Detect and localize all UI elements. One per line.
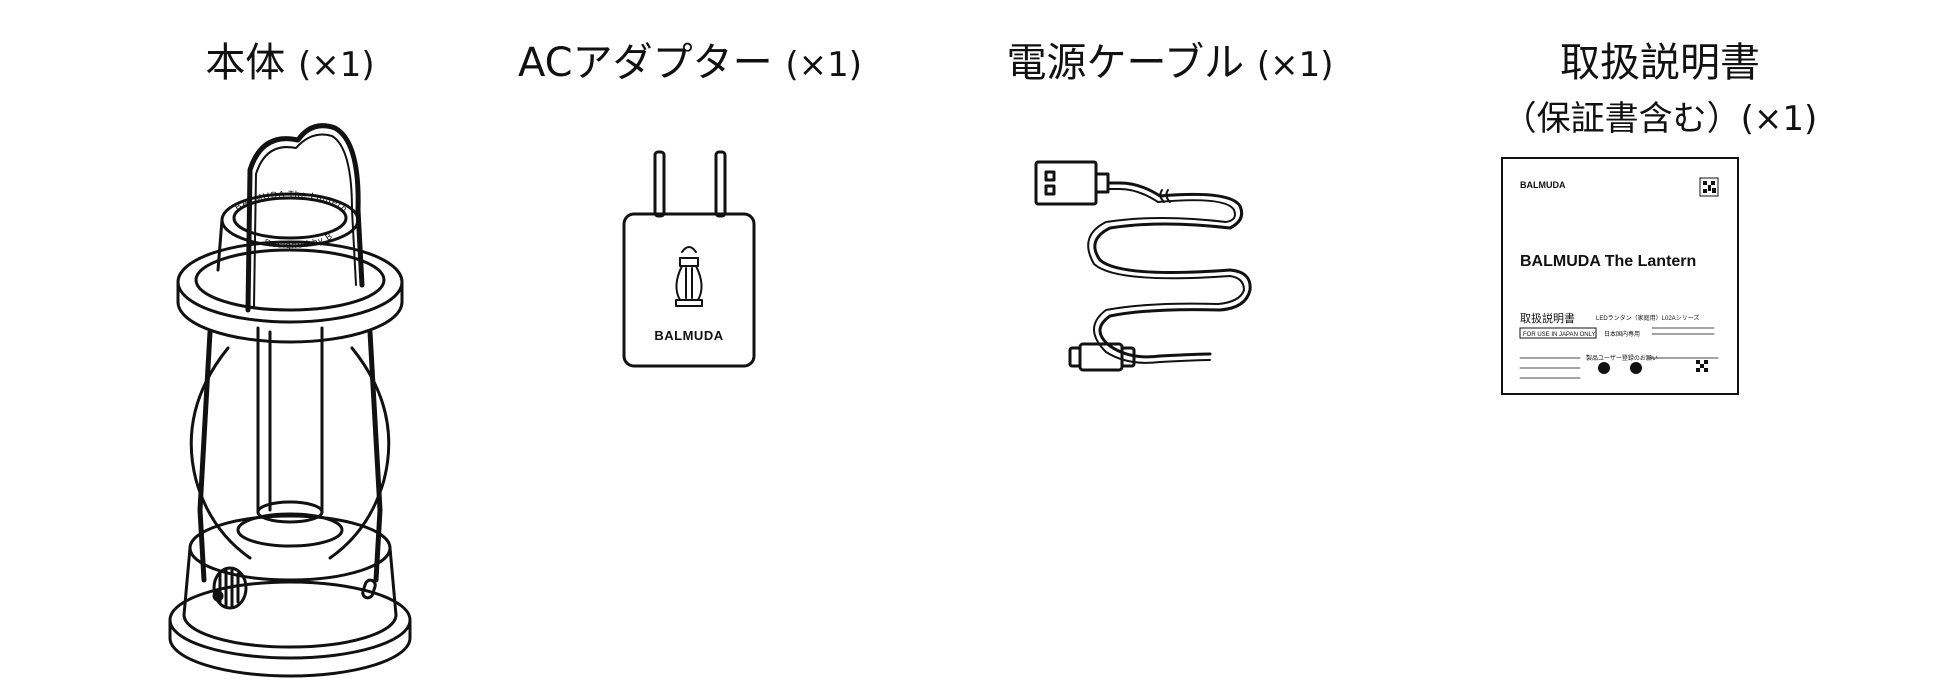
item-title-power-cable: 電源ケーブル (×1) [960,38,1380,90]
support-icon [1598,362,1610,374]
item-title-ac-adapter: ACアダプター (×1) [490,38,890,90]
lantern-bottom-text: Designed by BALMUDA [100,110,334,250]
manual-illustration: BALMUDA BALMUDA The Lantern 取扱説明書 LEDランタ… [1501,157,1739,395]
manual-domestic-text: 日本国内専用 [1604,330,1640,338]
item-main-body: 本体 (×1) BALMUDA The Lantern Designed by … [100,0,480,700]
lantern-illustration: BALMUDA The Lantern Designed by BALMUDA [100,110,412,678]
manual-registration-text: 製品ユーザー登録のお願い [1586,354,1658,362]
item-name: 電源ケーブル [1006,40,1245,86]
item-name: ACアダプター [518,40,773,86]
item-power-cable: 電源ケーブル (×1) [960,0,1380,700]
item-subtitle-manual: （保証書含む）(×1) [1450,94,1870,144]
qr-code-icon [1699,177,1719,197]
item-count: (×1) [1256,45,1334,85]
lantern-logo-icon [675,246,703,307]
manual-title-text: BALMUDA The Lantern [1520,253,1696,270]
adapter-brand-text: BALMUDA [654,328,723,343]
item-ac-adapter: ACアダプター (×1) BALMUDA [490,0,890,700]
item-count: (×1) [1740,99,1818,139]
item-title-manual: 取扱説明書 [1450,38,1870,88]
manual-japan-only-text: FOR USE IN JAPAN ONLY [1523,332,1595,338]
ac-adapter-illustration: BALMUDA [622,150,756,368]
item-count: (×1) [298,45,375,85]
manual-model-text: LEDランタン（家庭用）L02Aシリーズ [1596,314,1699,322]
item-name: 本体 [205,40,286,86]
item-name: 取扱説明書 [1560,40,1760,86]
info-icon [1630,362,1642,374]
manual-brand-text: BALMUDA [1520,180,1566,190]
item-manual: 取扱説明書 （保証書含む）(×1) BALMUDA BALMUDA The La… [1450,0,1870,700]
item-title-main-body: 本体 (×1) [100,38,480,90]
svg-text:Designed by BALMUDA: Designed by BALMUDA [100,110,335,250]
item-subtitle: （保証書含む） [1502,99,1741,139]
qr-code-icon [1696,360,1708,372]
manual-heading-text: 取扱説明書 [1520,311,1575,325]
item-count: (×1) [785,45,862,85]
power-cable-illustration [1034,160,1252,372]
